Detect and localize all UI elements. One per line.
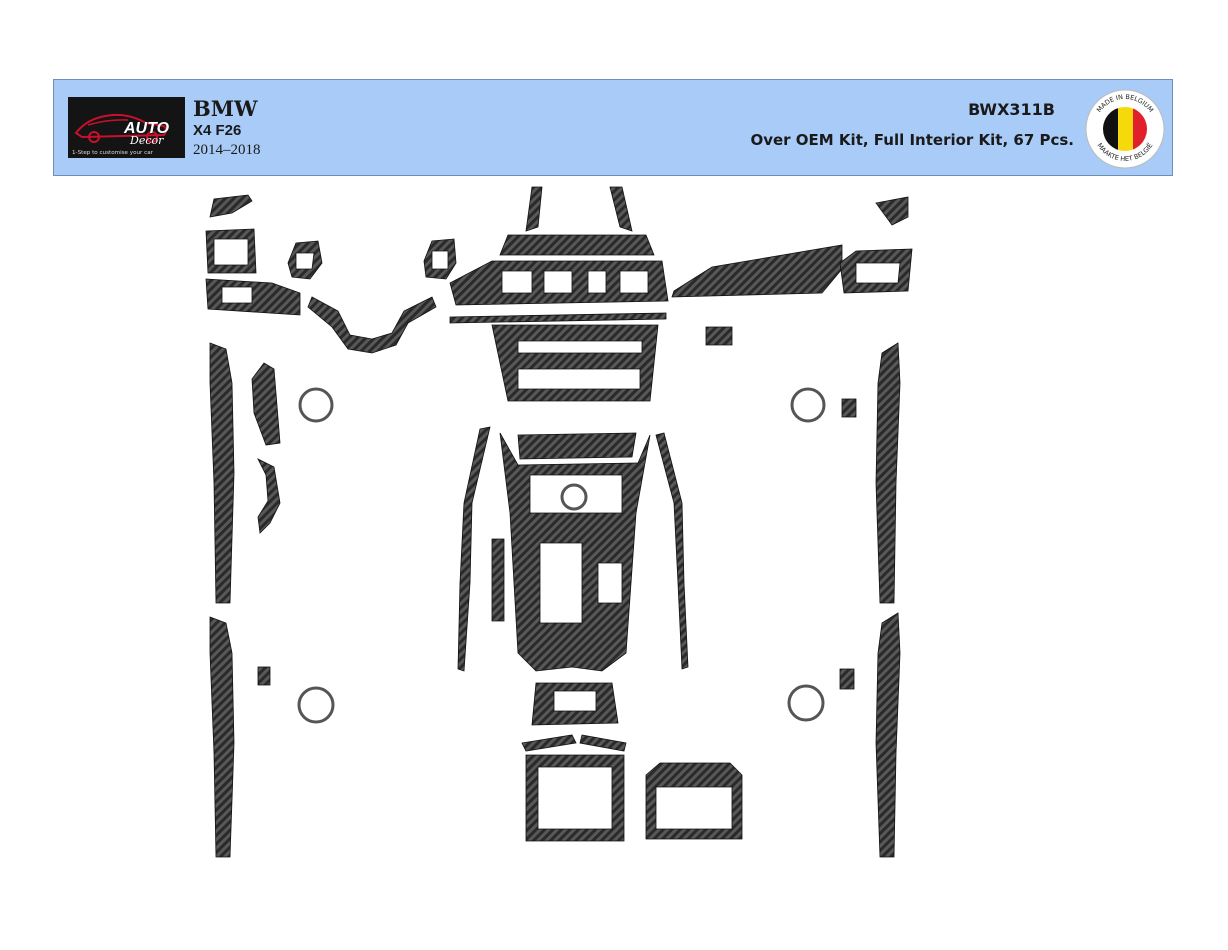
part-lower-left-top	[521, 734, 577, 752]
kit-parts-diagram	[192, 183, 924, 869]
belgium-flag-icon	[1103, 107, 1147, 151]
part-door-left-front	[209, 342, 235, 604]
part-small-left	[257, 666, 271, 686]
part-steering-wheel-left	[287, 240, 323, 280]
part-ring-left-bottom	[297, 686, 335, 724]
part-console-left-strip	[457, 426, 491, 672]
logo-word-decor: Decor	[129, 134, 164, 147]
part-lower-switch-left	[205, 278, 301, 316]
part-console-top	[517, 432, 637, 460]
part-small-right-top	[841, 398, 857, 418]
part-door-handle-left	[251, 362, 281, 446]
part-center-vents	[449, 260, 669, 306]
product-code: BWX311B	[968, 100, 1055, 119]
product-description: Over OEM Kit, Full Interior Kit, 67 Pcs.	[750, 131, 1074, 149]
logo-word-auto: AUTO	[123, 120, 170, 137]
made-in-belgium-badge: MADE IN BELGIUM MAAKTE HET BELGIË	[1084, 88, 1166, 170]
part-lower-right-top	[579, 734, 627, 752]
part-console-small-left	[491, 538, 505, 622]
part-center-stack	[491, 324, 659, 402]
model-years: 2014–2018	[193, 142, 261, 158]
part-dash-strip	[449, 312, 667, 324]
product-header: AUTO Decor 1-Step to customise your car …	[53, 79, 1173, 176]
part-door-right-rear	[875, 612, 901, 858]
part-vent-top-left	[209, 194, 253, 218]
part-steering-wheel-lower	[307, 296, 437, 354]
part-door-left-rear	[209, 616, 235, 858]
part-ring-left-top	[298, 387, 334, 423]
part-console-knob	[560, 483, 588, 511]
part-door-handle-left-lower	[257, 458, 281, 534]
part-upper-center-right	[609, 186, 633, 232]
part-cupholder-frame	[525, 754, 625, 842]
brand-name: BMW	[193, 96, 258, 121]
part-small-right-bottom	[839, 668, 855, 690]
part-ring-right-bottom	[787, 684, 825, 722]
part-steering-wheel-right	[423, 238, 457, 280]
part-vent-top-right	[875, 196, 909, 226]
part-small-switch	[705, 326, 733, 346]
auto-decor-logo: AUTO Decor 1-Step to customise your car	[68, 97, 185, 158]
part-upper-center-bar	[499, 234, 655, 256]
part-ashtray-vent	[531, 682, 619, 726]
part-console-right-strip	[655, 432, 689, 670]
model-name: X4 F26	[193, 122, 242, 139]
part-vent-passenger	[839, 248, 913, 294]
part-storage-cover	[645, 762, 743, 840]
part-door-right-front	[875, 342, 901, 604]
part-dash-passenger	[671, 244, 843, 298]
part-switch-panel-left	[205, 228, 257, 274]
logo-tagline: 1-Step to customise your car	[72, 150, 154, 156]
part-console-main	[499, 432, 651, 672]
part-ring-right-top	[790, 387, 826, 423]
part-upper-center-left	[525, 186, 543, 232]
